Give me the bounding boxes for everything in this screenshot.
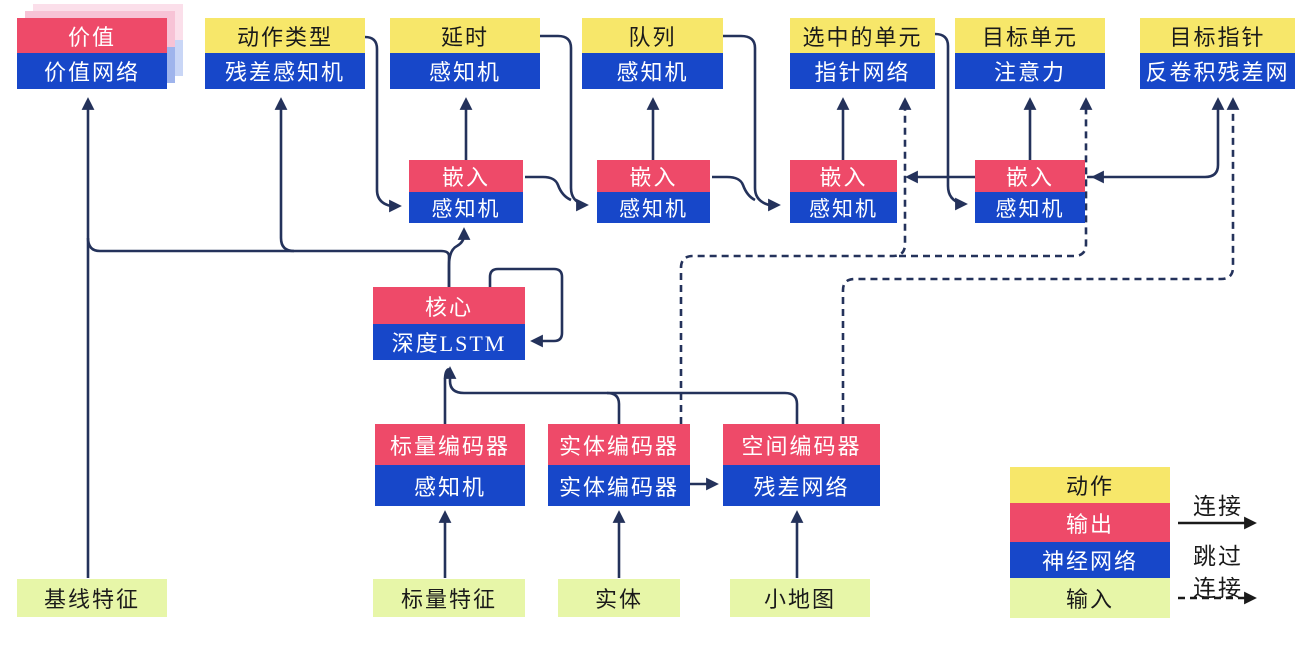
node-input-minimap: 小地图: [730, 579, 870, 617]
target-pointer-network-label: 反卷积残差网: [1140, 53, 1295, 89]
edge-entity-to-core-merge: [606, 391, 621, 424]
edge-embed1-chain: [525, 175, 572, 202]
baseline-features-label: 基线特征: [17, 579, 167, 617]
edge-selected-to-embed4: [934, 32, 968, 211]
queue-network-label: 感知机: [582, 53, 723, 89]
node-value: 价值 价值网络: [17, 18, 167, 89]
legend-input-label: 输入: [1010, 578, 1170, 618]
solid-edges: [81, 32, 1225, 578]
edge-actiontype-to-embed1: [364, 35, 402, 213]
action-type-network-label: 残差感知机: [205, 53, 365, 89]
embed3-label: 嵌入: [790, 160, 897, 192]
core-label: 核心: [373, 287, 525, 324]
legend-output-label: 输出: [1010, 503, 1170, 542]
legend-action-label: 动作: [1010, 467, 1170, 503]
edge-spatial-to-core: [443, 366, 799, 424]
node-input-scalar-features: 标量特征: [373, 579, 525, 617]
node-scalar-encoder: 标量编码器 感知机: [375, 424, 525, 506]
node-embed-3: 嵌入 感知机: [790, 160, 897, 223]
target-pointer-label: 目标指针: [1140, 18, 1295, 53]
skip-entity-to-targetunit: [899, 97, 1093, 258]
scalar-encoder-network-label: 感知机: [375, 465, 525, 506]
scalar-features-label: 标量特征: [373, 579, 525, 617]
legend-dashed-arrow-label-line1: 跳过: [1193, 544, 1243, 569]
node-entity-encoder: 实体编码器 实体编码器: [548, 424, 690, 506]
embed2-network-label: 感知机: [597, 192, 710, 223]
node-embed-4: 嵌入 感知机: [975, 160, 1085, 223]
value-output-label: 价值: [17, 18, 167, 53]
node-queue: 队列 感知机: [582, 18, 723, 89]
node-delay: 延时 感知机: [390, 18, 540, 89]
node-embed-2: 嵌入 感知机: [597, 160, 710, 223]
edge-queue-to-embed3: [723, 34, 781, 212]
action-type-label: 动作类型: [205, 18, 365, 53]
node-target-unit: 目标单元 注意力: [955, 18, 1105, 89]
embed4-network-label: 感知机: [975, 192, 1085, 223]
edge-delay-to-embed2: [540, 34, 589, 212]
queue-label: 队列: [582, 18, 723, 53]
scalar-encoder-label: 标量编码器: [375, 424, 525, 465]
entity-encoder-network-label: 实体编码器: [548, 465, 690, 506]
embed3-network-label: 感知机: [790, 192, 897, 223]
value-network-label: 价值网络: [17, 53, 167, 89]
embed1-network-label: 感知机: [409, 192, 523, 223]
edge-core-self-loop: [488, 267, 564, 348]
node-embed-1: 嵌入 感知机: [409, 160, 523, 223]
edge-embed2-chain: [712, 175, 756, 202]
spatial-encoder-label: 空间编码器: [723, 424, 880, 465]
legend-dashed-arrow-label-line2: 连接: [1193, 576, 1243, 601]
edge-core-to-embed1: [447, 227, 471, 287]
node-target-pointer: 目标指针 反卷积残差网: [1140, 18, 1295, 89]
embed1-label: 嵌入: [409, 160, 523, 192]
skip-connection-edges: [679, 97, 1240, 424]
spatial-encoder-network-label: 残差网络: [723, 465, 880, 506]
skip-spatial-to-targetpointer: [841, 97, 1240, 424]
legend-network-label: 神经网络: [1010, 542, 1170, 578]
embed4-label: 嵌入: [975, 160, 1085, 192]
skip-entity-to-selected: [679, 97, 912, 424]
minimap-label: 小地图: [730, 579, 870, 617]
selected-units-label: 选中的单元: [790, 18, 935, 53]
node-action-type: 动作类型 残差感知机: [205, 18, 365, 89]
delay-label: 延时: [390, 18, 540, 53]
delay-network-label: 感知机: [390, 53, 540, 89]
node-input-baseline-features: 基线特征: [17, 579, 167, 617]
target-unit-network-label: 注意力: [955, 53, 1105, 89]
node-core: 核心 深度LSTM: [373, 287, 525, 360]
edge-scalar-to-core-merge: [443, 367, 450, 424]
node-input-entities: 实体: [558, 579, 680, 617]
node-spatial-encoder: 空间编码器 残差网络: [723, 424, 880, 506]
edge-bus-to-actiontype: [274, 97, 295, 253]
selected-units-network-label: 指针网络: [790, 53, 935, 89]
embed2-label: 嵌入: [597, 160, 710, 192]
edge-embed4-to-targetpointer: [1087, 97, 1225, 179]
core-lstm-label: 深度LSTM: [373, 324, 525, 360]
entity-encoder-label: 实体编码器: [548, 424, 690, 465]
legend-color-key: 动作 输出 神经网络 输入: [1010, 467, 1170, 618]
target-unit-label: 目标单元: [955, 18, 1105, 53]
edge-core-bus-left: [86, 237, 451, 287]
legend-arrows: [1178, 516, 1257, 605]
entities-label: 实体: [558, 579, 680, 617]
node-selected-units: 选中的单元 指针网络: [790, 18, 935, 89]
legend-solid-arrow-label: 连接: [1193, 494, 1243, 519]
